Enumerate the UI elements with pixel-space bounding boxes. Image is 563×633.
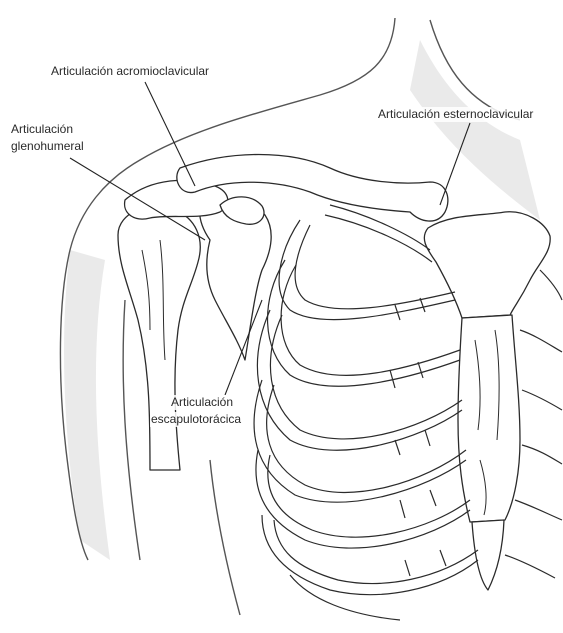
arm-shading bbox=[64, 250, 110, 560]
label-esternoclavicular: Articulación esternoclavicular bbox=[377, 107, 534, 122]
scapula bbox=[200, 200, 272, 360]
sternum-manubrium bbox=[424, 212, 550, 318]
torso-outline bbox=[210, 460, 240, 615]
humerus bbox=[118, 206, 200, 470]
label-escapulotoracica-line1: Articulación bbox=[170, 395, 234, 410]
label-escapulotoracica-line2: escapulotorácica bbox=[150, 412, 242, 427]
label-glenohumeral-line1: Articulación bbox=[10, 122, 74, 137]
label-acromioclavicular: Articulación acromioclavicular bbox=[50, 64, 210, 79]
sternum-body bbox=[458, 315, 520, 522]
arm-inner-outline bbox=[123, 300, 140, 560]
leader-acromioclavicular bbox=[145, 82, 195, 186]
label-glenohumeral-line2: glenohumeral bbox=[10, 139, 85, 154]
xiphoid bbox=[472, 520, 504, 590]
